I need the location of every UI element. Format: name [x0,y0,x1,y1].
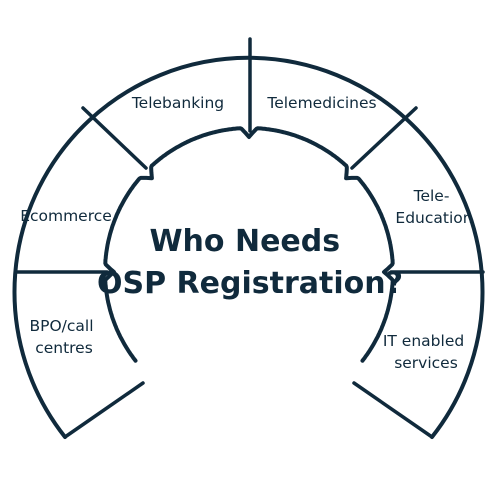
segment-label-ecommerce: Ecommerce [20,207,112,225]
center-title: Who Needs OSP Registration? [97,224,403,301]
segment-label-line: Ecommerce [20,207,112,225]
center-title-line-2: OSP Registration? [97,266,403,301]
segment-label-bpo-call-centres: BPO/call centres [30,317,99,357]
segment-label-line: services [394,354,458,372]
left-end-cap [63,381,145,439]
segment-label-line: BPO/call [30,317,94,335]
spoke-upper-right [350,106,418,170]
segment-label-line: Telebanking [131,94,224,112]
segment-label-line: IT enabled [383,332,464,350]
segment-label-line: Telemedicines [266,94,376,112]
segment-label-it-enabled-services: IT enabled services [383,332,469,372]
segment-label-line: Tele- [413,187,450,205]
right-end-cap [352,381,434,439]
segment-label-tele-education: Tele- Education [395,187,472,227]
spoke-upper-left [81,106,148,170]
segment-label-line: Education [395,209,472,227]
segment-label-telebanking: Telebanking [131,94,224,112]
center-title-line-1: Who Needs [149,224,340,259]
segment-label-telemedicines: Telemedicines [266,94,376,112]
segment-label-line: centres [35,339,93,357]
inner-ring [103,126,395,363]
